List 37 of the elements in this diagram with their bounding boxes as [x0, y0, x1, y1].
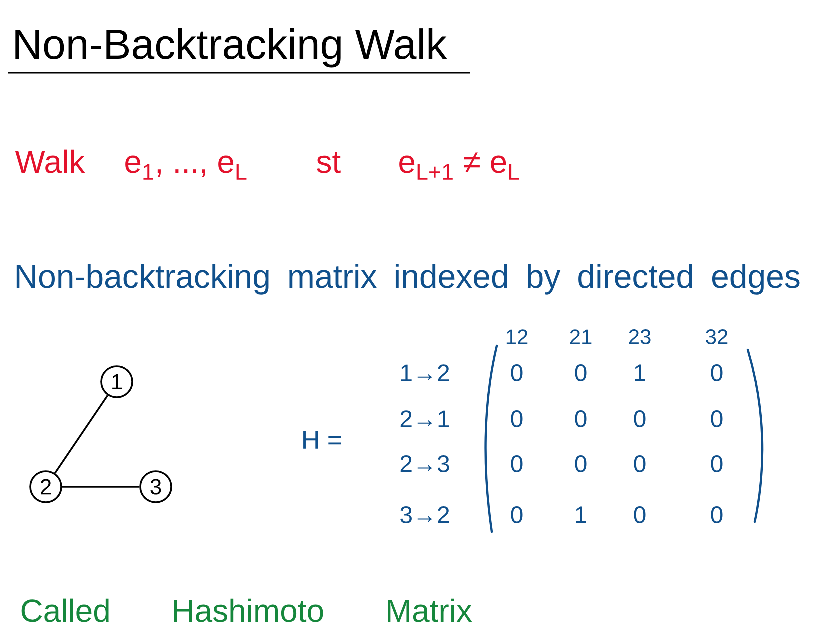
matrix-entry: 0 [511, 364, 523, 382]
column-header: 12 [506, 330, 528, 344]
title: Non-Backtracking Walk [16, 28, 448, 68]
note-text: Non-backtracking matrix indexed by directed edges [16, 264, 800, 295]
matrix-entry: 0 [511, 456, 523, 472]
column-header: 23 [629, 330, 651, 344]
matrix-entry: 0 [711, 456, 723, 472]
note-text: Walk [15, 150, 86, 174]
column-header: 21 [570, 330, 592, 344]
column-header: 32 [706, 330, 728, 344]
graph-vertex: 1 [100, 366, 134, 398]
matrix-entry: 0 [634, 410, 646, 428]
matrix-entry: 0 [711, 364, 723, 382]
row-header: 2→1 [400, 410, 450, 428]
matrix-entry: 0 [575, 364, 587, 382]
matrix-entry: 0 [575, 456, 587, 472]
matrix-entry: 0 [711, 506, 723, 524]
formula-text: e$_{L+1}$ ≠ e$_{L}$ [400, 152, 520, 180]
formula-text: e$_{1}$, ..., e$_{L}$ [126, 156, 247, 180]
matrix-entry: 0 [634, 506, 646, 524]
matrix-entry: 0 [711, 410, 723, 428]
row-header: 3→2 [400, 506, 450, 524]
matrix-entry: 0 [634, 456, 646, 472]
note-text: Called Hashimoto Matrix [22, 598, 472, 622]
matrix-entry: 0 [511, 506, 523, 524]
row-header: 1→2 [402, 364, 450, 382]
matrix-entry: 1 [635, 364, 646, 382]
graph-vertex: 2 [30, 470, 62, 504]
graph-edge [62, 486, 140, 488]
row-header: 2→3 [400, 456, 450, 472]
note-text: st [317, 152, 341, 174]
matrix-entry: 0 [511, 410, 523, 428]
graph-edge [54, 395, 109, 474]
graph-vertex: 3 [140, 470, 172, 504]
matrix-entry: 0 [575, 410, 587, 428]
matrix-entry: 1 [576, 506, 586, 524]
equation-label: H = [304, 431, 342, 449]
